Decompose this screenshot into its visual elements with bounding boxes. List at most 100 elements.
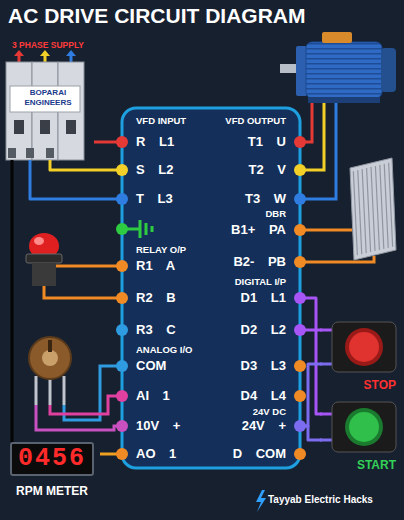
terminal-label: B1+ PA [231,222,286,237]
terminal-dot [116,420,128,432]
terminal-dot [116,448,128,460]
wire [50,160,122,170]
terminal-dot [294,136,306,148]
terminal-label: D COM [233,446,286,461]
terminal-label: D2 L2 [241,322,286,337]
rpm-meter: 0456RPM METER [4,442,100,516]
terminal-label: T3 W [245,191,286,206]
supply-label: 3 PHASE SUPPLY [2,40,94,50]
terminal: T1 U [248,133,300,151]
terminal-label: S L2 [136,162,173,177]
terminal-label: 24V + [242,418,286,433]
heat-sink-fin [384,164,388,248]
button-label: START [322,458,396,472]
brand-label: BOPARAI ENGINEERS [14,88,82,108]
terminal-label: R L1 [136,134,174,149]
terminal-label: AI 1 [136,388,170,403]
circuit-breaker: 3 PHASE SUPPLY BOPARAI ENGINEERS [2,40,94,160]
terminal: R1 A [122,257,175,275]
terminal: T2 V [249,161,300,179]
heat-sink-fin [389,163,393,247]
terminal-label: COM [136,358,166,373]
terminal: D1 L1 [241,289,300,307]
heat-sink-fin [375,166,379,250]
terminal-label: B2- PB [233,254,286,269]
terminal-dot [116,164,128,176]
terminal-dot [116,390,128,402]
heat-sink-fin [380,165,384,249]
terminal-dot [294,164,306,176]
terminal: S L2 [122,161,173,179]
watermark: Tayyab Electric Hacks [268,494,373,506]
group-heading: VFD OUTPUT [225,116,286,126]
terminal-label: T1 U [248,134,286,149]
terminal-dot [294,324,306,336]
wire [11,160,14,442]
terminal: D COM [233,445,300,463]
heat-sink-fin [367,168,371,252]
terminal: D3 L3 [241,357,300,375]
group-heading: 24V DC [253,407,286,417]
heat-sink-fin [353,171,357,255]
meter-label: RPM METER [4,484,100,498]
group-heading: DIGITAL I/P [235,277,286,287]
braking-resistor [300,158,396,262]
push-buttons [320,322,396,452]
terminal-dot [294,224,306,236]
terminal: 24V + [242,417,300,435]
terminal: B1+ PA [231,221,300,239]
group-heading: DBR [265,209,286,219]
terminal-dot [116,324,128,336]
terminal-dot [116,260,128,272]
terminal-dot [294,256,306,268]
terminal-label: 10V + [136,418,180,433]
terminal-label: T L3 [136,191,173,206]
terminal-label: AO 1 [136,446,176,461]
terminal-label: R3 C [136,322,176,337]
terminal-dot [116,292,128,304]
terminal-label: R1 A [136,258,175,273]
terminal-dot [294,193,306,205]
terminal-dot [294,420,306,432]
terminal: T L3 [122,190,173,208]
terminal: D2 L2 [241,321,300,339]
terminal-label: D3 L3 [241,358,286,373]
heat-sink-fin [358,170,362,254]
group-heading: ANALOG I/O [136,345,192,355]
terminal: R3 C [122,321,176,339]
terminal: AI 1 [122,387,170,405]
heat-sink-fin [362,169,366,253]
group-heading: RELAY O/P [136,245,186,255]
potentiometer [29,337,122,430]
terminal-label: D4 L4 [241,388,286,403]
terminal-dot [294,390,306,402]
terminal: R L1 [122,133,174,151]
terminal: COM [122,357,166,375]
terminal-label: R2 B [136,290,176,305]
terminal: AO 1 [122,445,176,463]
terminal-dot [116,360,128,372]
group-heading: VFD INPUT [136,116,186,126]
vfd-panel-outline [122,108,300,468]
terminal-dot [294,292,306,304]
vfd-panel: VFD INPUT VFD OUTPUT DBR RELAY O/P DIGITAL I… [122,108,300,468]
stop-button: STOP [322,318,402,396]
heat-sink-fin [371,167,375,251]
button-label: STOP [322,378,396,392]
terminal: R2 B [122,289,176,307]
terminal-dot [116,136,128,148]
terminal: 10V + [122,417,180,435]
meter-display: 0456 [10,442,94,476]
terminal-dot [294,448,306,460]
terminal-dot [294,360,306,372]
terminal-dot [116,193,128,205]
title-text: AC DRIVE CIRCUIT DIAGRAM [8,4,306,28]
circuit-breaker-symbol [6,50,84,160]
terminal-label: D1 L1 [241,290,286,305]
wire [30,160,122,199]
start-button: START [322,398,402,480]
terminal-label: T2 V [249,162,286,177]
ground-symbol [116,220,152,238]
terminal: D4 L4 [241,387,300,405]
